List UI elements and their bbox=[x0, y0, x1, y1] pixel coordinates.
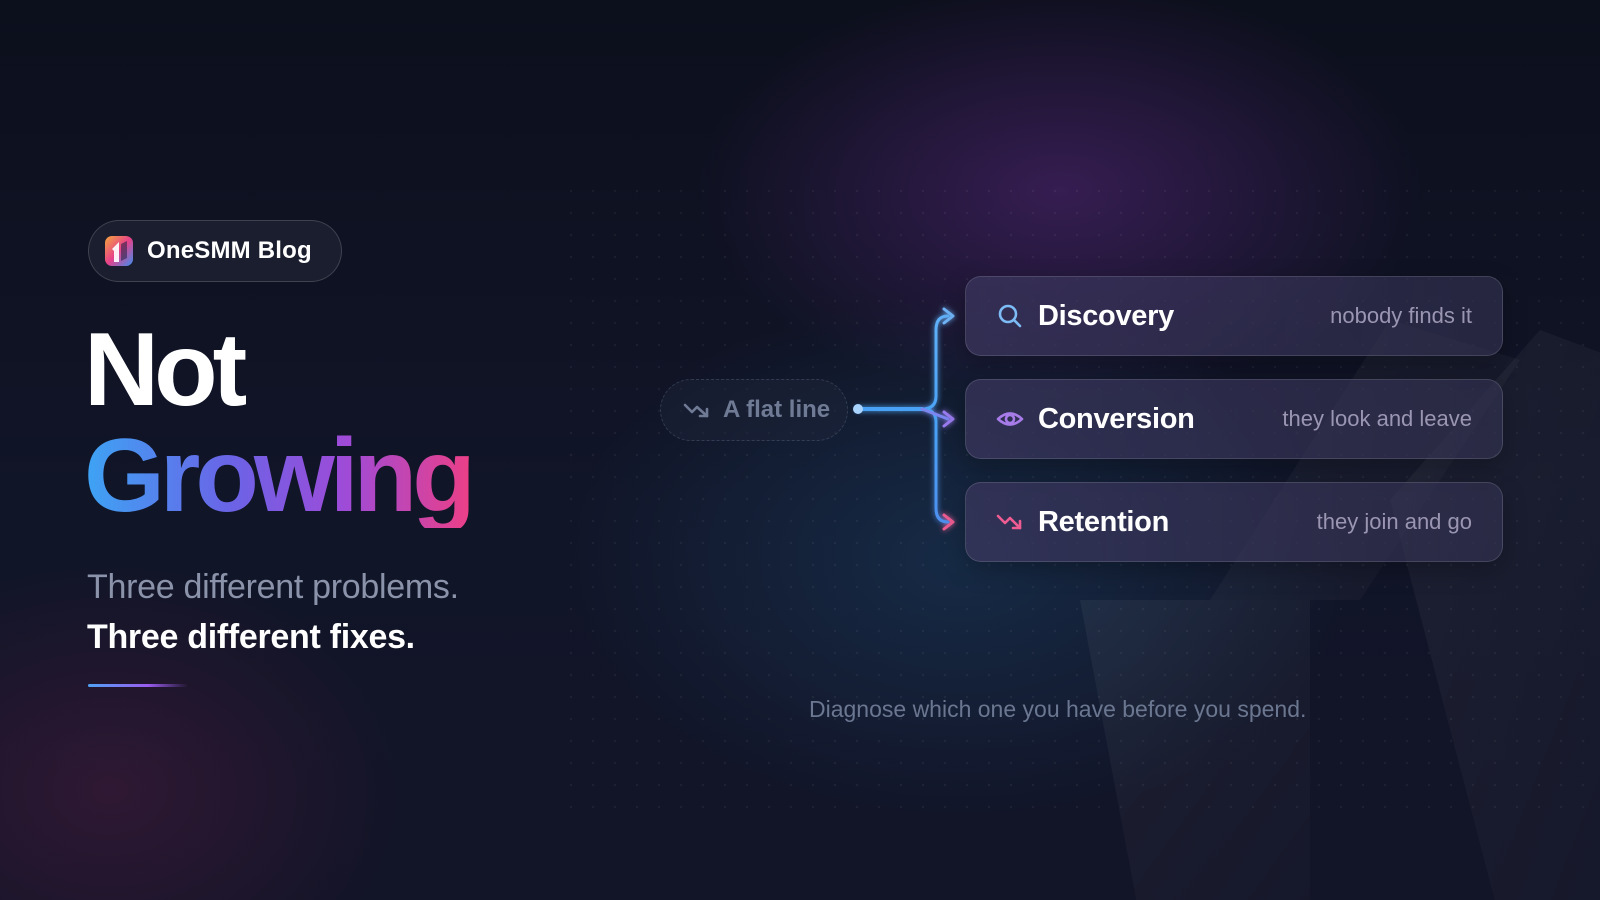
branch-card-retention: Retention they join and go bbox=[965, 482, 1503, 562]
branch-card-conversion: Conversion they look and leave bbox=[965, 379, 1503, 459]
trend-down-icon bbox=[683, 403, 709, 418]
headline-line-2: Growing bbox=[84, 418, 476, 534]
subheadline-line-2: Three different fixes. bbox=[87, 618, 415, 656]
blog-badge[interactable]: OneSMM Blog bbox=[88, 220, 342, 282]
headline-line-1: Not bbox=[84, 312, 247, 428]
branch-title: Discovery bbox=[1038, 299, 1174, 332]
eye-icon bbox=[996, 412, 1024, 426]
branch-description: they look and leave bbox=[1282, 406, 1472, 431]
branch-description: they join and go bbox=[1316, 509, 1472, 534]
branch-card-discovery: Discovery nobody finds it bbox=[965, 276, 1503, 356]
source-node: A flat line bbox=[660, 379, 848, 441]
source-label: A flat line bbox=[723, 396, 831, 423]
branch-title: Retention bbox=[1038, 505, 1170, 538]
trend-down-icon bbox=[996, 514, 1022, 530]
search-icon bbox=[998, 304, 1022, 328]
branch-description: nobody finds it bbox=[1330, 303, 1472, 328]
accent-divider bbox=[88, 684, 188, 687]
footnote-text: Diagnose which one you have before you s… bbox=[809, 696, 1307, 722]
subheadline-line-1: Three different problems. bbox=[87, 568, 459, 606]
branch-title: Conversion bbox=[1038, 402, 1195, 435]
onesmm-logo-icon bbox=[105, 236, 133, 266]
badge-label: OneSMM Blog bbox=[147, 237, 312, 264]
